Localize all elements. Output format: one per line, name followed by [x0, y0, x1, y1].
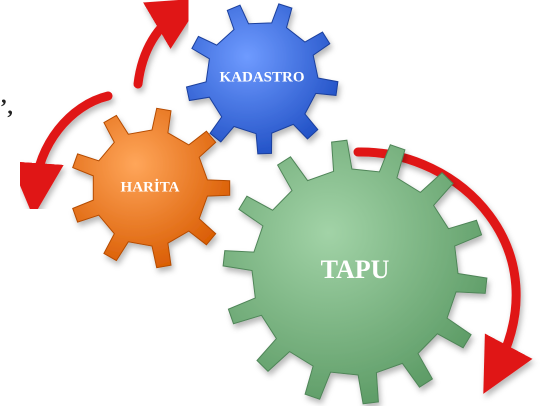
- gear-tapu: TAPU: [222, 139, 488, 405]
- gear-label-harita: HARİTA: [121, 178, 180, 195]
- gear-kadastro: KADASTRO: [185, 3, 339, 155]
- arrow-to-kadastro: [133, 0, 204, 89]
- gear-harita: HARİTA: [72, 107, 231, 269]
- stray-punctuation: ’,: [0, 94, 13, 119]
- gear-label-tapu: TAPU: [321, 255, 390, 284]
- arrow-to-left: [9, 91, 113, 217]
- gear-label-kadastro: KADASTRO: [219, 69, 304, 85]
